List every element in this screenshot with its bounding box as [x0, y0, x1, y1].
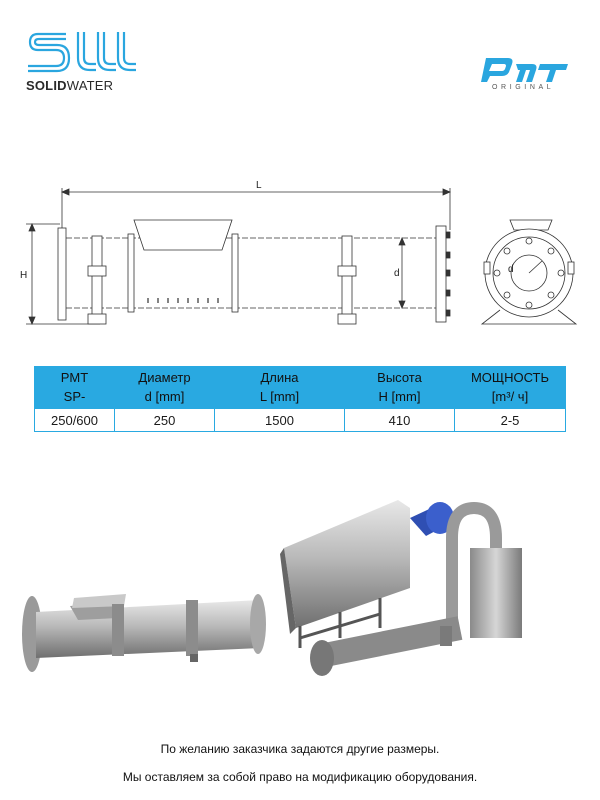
technical-drawing: L H d d — [20, 180, 578, 326]
note-custom-sizes: По желанию заказчика задаются другие раз… — [160, 742, 440, 756]
cell-model: 250/600 — [34, 408, 115, 432]
solidwater-wordmark: SOLIDWATER — [26, 78, 114, 93]
pmt-subtitle: ORIGINAL — [492, 84, 555, 91]
label-diameter: d — [394, 268, 400, 279]
cell-diameter: 250 — [114, 408, 215, 432]
right-flange — [435, 225, 447, 323]
table-row: 250/600 250 1500 410 2-5 — [34, 408, 566, 432]
hopper — [133, 219, 233, 251]
cell-capacity: 2-5 — [454, 408, 566, 432]
label-height: H — [20, 270, 27, 281]
left-flange — [57, 227, 67, 321]
product-renders — [22, 500, 522, 676]
cell-height: 410 — [344, 408, 455, 432]
solidwater-logo — [26, 28, 138, 98]
label-length: L — [256, 180, 262, 191]
header-capacity: МОЩНОСТЬ[m³/ ч] — [454, 366, 566, 409]
pmt-logo — [478, 52, 578, 100]
end-view — [480, 219, 578, 325]
screw-separator-render — [22, 594, 266, 672]
label-diameter-end: d — [508, 264, 514, 275]
note-modification-rights: Мы оставляем за собой право на модификац… — [122, 770, 478, 784]
separator-installation-render — [280, 500, 522, 676]
cell-length: 1500 — [214, 408, 345, 432]
